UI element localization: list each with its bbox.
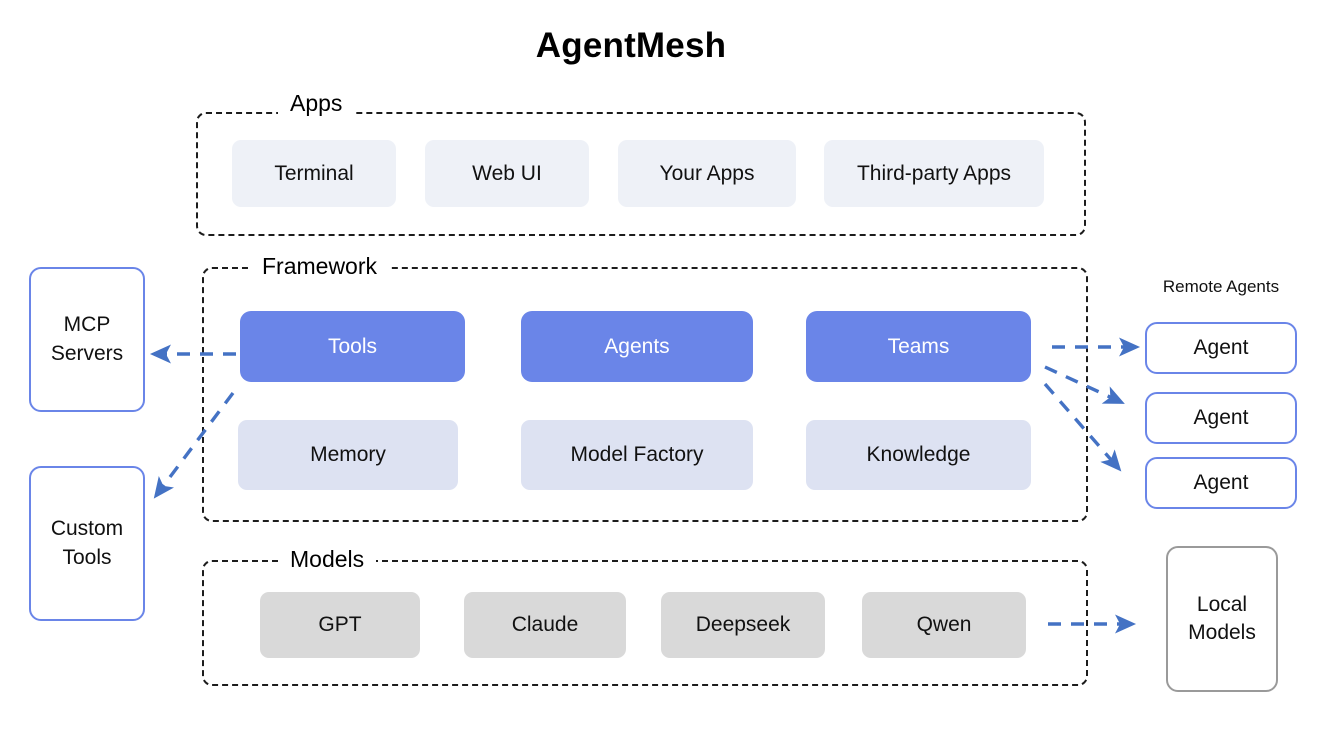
model-chip-gpt-label: GPT <box>318 613 362 637</box>
framework-chip-memory[interactable]: Memory <box>238 420 458 490</box>
custom-tools-line2: Tools <box>62 545 112 569</box>
model-chip-qwen-label: Qwen <box>916 613 972 637</box>
framework-chip-knowledge-label: Knowledge <box>866 443 971 467</box>
mcp-servers-box[interactable]: MCP Servers <box>29 267 145 412</box>
app-chip-your-apps-label: Your Apps <box>659 161 755 185</box>
group-framework-label: Framework <box>250 255 390 278</box>
remote-agent-box-2[interactable]: Agent <box>1145 392 1297 444</box>
framework-chip-teams[interactable]: Teams <box>806 311 1031 382</box>
app-chip-terminal[interactable]: Terminal <box>232 140 396 207</box>
mcp-servers-line2: Servers <box>50 341 124 365</box>
app-chip-terminal-label: Terminal <box>274 161 354 185</box>
app-chip-web-ui[interactable]: Web UI <box>425 140 589 207</box>
model-chip-qwen[interactable]: Qwen <box>862 592 1026 658</box>
framework-chip-model-factory-label: Model Factory <box>570 443 704 467</box>
local-models-line2: Models <box>1188 621 1256 644</box>
remote-agent-box-1[interactable]: Agent <box>1145 322 1297 374</box>
model-chip-claude[interactable]: Claude <box>464 592 626 658</box>
local-models-line1: Local <box>1196 592 1248 616</box>
custom-tools-line1: Custom <box>50 517 124 541</box>
model-chip-claude-label: Claude <box>511 613 579 637</box>
custom-tools-box[interactable]: Custom Tools <box>29 466 145 621</box>
mcp-servers-line1: MCP <box>63 313 111 337</box>
model-chip-deepseek[interactable]: Deepseek <box>661 592 825 658</box>
framework-chip-knowledge[interactable]: Knowledge <box>806 420 1031 490</box>
remote-agent-box-2-label: Agent <box>1193 405 1249 429</box>
remote-agents-label: Remote Agents <box>1162 277 1280 296</box>
page-title: AgentMesh <box>535 26 727 65</box>
app-chip-third-party-apps[interactable]: Third-party Apps <box>824 140 1044 207</box>
group-models-label: Models <box>278 548 377 571</box>
model-chip-gpt[interactable]: GPT <box>260 592 420 658</box>
remote-agent-box-3[interactable]: Agent <box>1145 457 1297 509</box>
framework-chip-agents-label: Agents <box>604 334 670 358</box>
app-chip-your-apps[interactable]: Your Apps <box>618 140 796 207</box>
group-apps <box>196 112 1086 236</box>
remote-agent-box-3-label: Agent <box>1193 470 1249 494</box>
framework-chip-model-factory[interactable]: Model Factory <box>521 420 753 490</box>
framework-chip-teams-label: Teams <box>887 334 950 358</box>
remote-agent-box-1-label: Agent <box>1193 335 1249 359</box>
framework-chip-memory-label: Memory <box>310 443 386 467</box>
model-chip-deepseek-label: Deepseek <box>695 613 791 637</box>
group-apps-label: Apps <box>278 92 355 115</box>
app-chip-web-ui-label: Web UI <box>472 161 542 185</box>
framework-chip-tools-label: Tools <box>327 334 378 358</box>
framework-chip-agents[interactable]: Agents <box>521 311 753 382</box>
local-models-box[interactable]: Local Models <box>1166 546 1278 692</box>
app-chip-third-party-apps-label: Third-party Apps <box>856 161 1012 185</box>
framework-chip-tools[interactable]: Tools <box>240 311 465 382</box>
